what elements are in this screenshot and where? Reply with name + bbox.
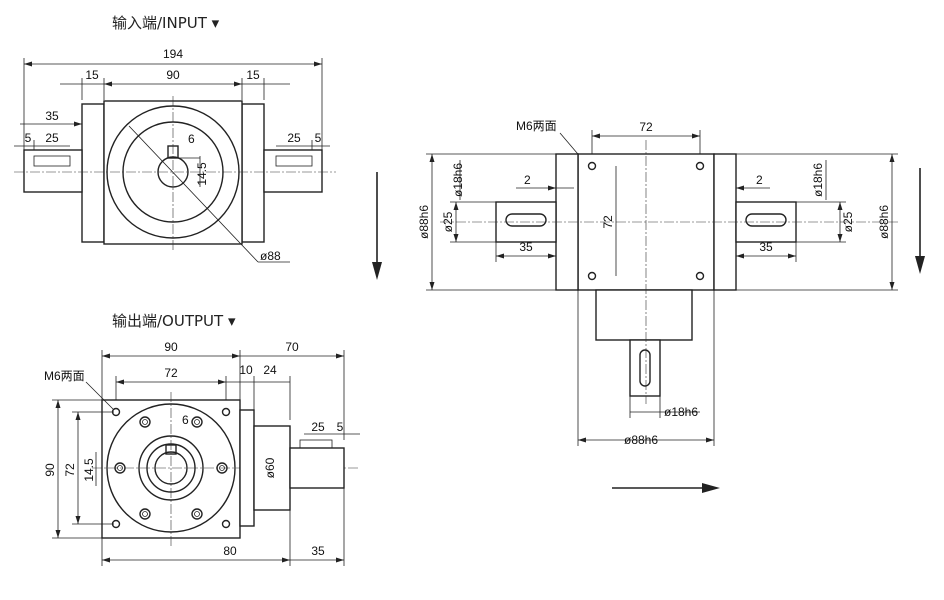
dim-input-bore: ø88 xyxy=(260,249,281,263)
side-thread-label: M6两面 xyxy=(516,119,557,133)
dim-input-body: 90 xyxy=(166,68,180,82)
dim-output-bottom-body: 80 xyxy=(223,544,237,558)
dim-output-height-holes: 72 xyxy=(63,463,77,477)
dim-side-right-len: 35 xyxy=(759,240,773,254)
dim-output-boss: 24 xyxy=(263,363,277,377)
dim-side-left-outer: ø88h6 xyxy=(417,205,431,239)
dim-input-shaft-right-b: 25 xyxy=(287,131,301,145)
side-bolt-holes xyxy=(587,161,705,281)
dim-input-shaft-left-a: 5 xyxy=(25,131,32,145)
input-view-title: 输入端/INPUT ▾ xyxy=(112,14,220,32)
dim-output-key-depth: 14.5 xyxy=(82,458,96,482)
output-bolt-holes xyxy=(111,407,231,529)
dim-input-flange-left: 15 xyxy=(85,68,99,82)
dim-side-out-shaft-dia: ø18h6 xyxy=(664,405,698,419)
dim-output-body: 90 xyxy=(164,340,178,354)
dim-input-key: 6 xyxy=(188,132,195,146)
dim-input-overall: 194 xyxy=(163,47,183,61)
dim-side-left-shaft-dia: ø18h6 xyxy=(451,163,465,197)
output-view-title: 输出端/OUTPUT ▾ xyxy=(112,312,236,330)
dim-output-shaft-a: 25 xyxy=(311,420,325,434)
dim-output-shaft-total: 70 xyxy=(285,340,299,354)
dim-side-left-key: ø25 xyxy=(441,211,455,232)
dim-input-shaft-left: 35 xyxy=(45,109,59,123)
dim-output-height: 90 xyxy=(43,463,57,477)
dim-side-right-step: 2 xyxy=(756,173,763,187)
dim-output-flange: 10 xyxy=(239,363,253,377)
dim-output-bottom-shaft: 35 xyxy=(311,544,325,558)
dim-input-shaft-right-a: 5 xyxy=(315,131,322,145)
dim-side-left-len: 35 xyxy=(519,240,533,254)
dim-side-hole-spacing: 72 xyxy=(639,120,653,134)
dim-input-shaft-left-b: 25 xyxy=(45,131,59,145)
side-view: 72 M6两面 ø88h6 xyxy=(417,119,925,493)
output-view: 90 70 72 10 24 xyxy=(43,340,360,566)
dim-side-out-outer: ø88h6 xyxy=(624,433,658,447)
dim-side-vertical-holes: 72 xyxy=(601,215,615,229)
dim-input-key-depth: 14.5 xyxy=(195,162,209,186)
dim-output-boss-dia: ø60 xyxy=(263,457,277,478)
output-thread-label: M6两面 xyxy=(44,369,85,383)
dim-side-right-key: ø25 xyxy=(841,211,855,232)
dim-output-hole-spacing: 72 xyxy=(164,366,178,380)
dim-output-key: 6 xyxy=(182,413,189,427)
input-view: 194 15 90 15 ø88 35 xyxy=(14,47,382,280)
dim-output-shaft-b: 5 xyxy=(337,420,344,434)
dim-side-right-outer: ø88h6 xyxy=(877,205,891,239)
dim-input-flange-right: 15 xyxy=(246,68,260,82)
dim-side-left-step: 2 xyxy=(524,173,531,187)
dim-side-right-shaft-dia: ø18h6 xyxy=(811,163,825,197)
